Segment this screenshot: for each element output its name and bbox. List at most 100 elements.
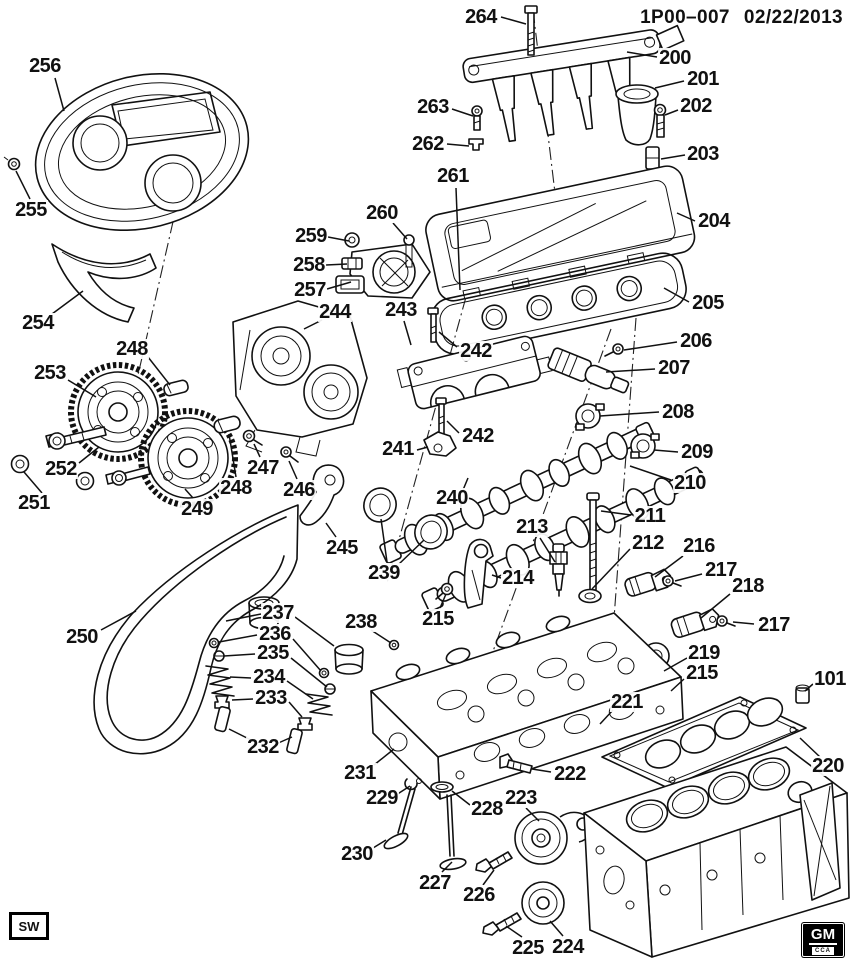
spark-plug-213 — [549, 543, 568, 597]
engine-block — [583, 746, 850, 958]
coil-boot-201 — [615, 84, 659, 146]
callout-237: 237 — [261, 602, 295, 624]
front-cover — [34, 72, 250, 232]
coil-bolt-264 — [524, 5, 538, 56]
gm-logo-subtext: CCA — [812, 946, 834, 955]
callout-243: 243 — [384, 299, 418, 321]
callout-220: 220 — [811, 755, 845, 777]
bolt-202 — [653, 103, 667, 138]
callout-248: 248 — [115, 338, 149, 360]
callout-224: 224 — [551, 936, 585, 958]
callout-231: 231 — [343, 762, 377, 784]
callout-216: 216 — [682, 535, 716, 557]
drawing-number: 1P00–007 — [640, 7, 730, 28]
callout-254: 254 — [21, 312, 55, 334]
bolt-247 — [242, 429, 263, 446]
callout-101: 101 — [813, 668, 847, 690]
cam-cap-209 — [630, 433, 660, 459]
cam-sensor-218 — [670, 608, 720, 638]
callout-213: 213 — [515, 516, 549, 538]
callout-261: 261 — [436, 165, 470, 187]
drawing-date: 02/22/2013 — [743, 7, 843, 28]
head-gasket-220 — [601, 696, 807, 789]
callout-226: 226 — [462, 884, 496, 906]
ignition-coil-assembly — [462, 24, 685, 143]
oil-control-valve-207 — [547, 347, 630, 394]
callout-259: 259 — [294, 225, 328, 247]
valve-springs-234 — [205, 665, 333, 716]
cover-gasket — [430, 252, 687, 355]
bolt-206 — [604, 343, 624, 357]
callout-262: 262 — [411, 133, 445, 155]
callout-258: 258 — [292, 254, 326, 276]
cam-actuator-group — [335, 232, 431, 299]
callout-221: 221 — [610, 691, 644, 713]
bolt-217b — [716, 615, 736, 627]
pivot-241 — [423, 431, 457, 457]
timing-housing-244 — [232, 300, 368, 457]
callout-205: 205 — [691, 292, 725, 314]
callout-260: 260 — [365, 202, 399, 224]
callout-207: 207 — [657, 357, 691, 379]
callout-248: 248 — [219, 477, 253, 499]
callout-223: 223 — [504, 787, 538, 809]
bolt-246 — [280, 446, 299, 463]
bolt-238 — [388, 639, 400, 651]
bolt-217a — [662, 575, 682, 587]
carrier-bolt-242a — [427, 307, 439, 343]
callout-245: 245 — [325, 537, 359, 559]
callout-242: 242 — [461, 425, 495, 447]
washers-251 — [10, 454, 95, 491]
callout-210: 210 — [673, 472, 707, 494]
bolt-215a — [435, 582, 454, 600]
callout-228: 228 — [470, 798, 504, 820]
callout-230: 230 — [340, 843, 374, 865]
callout-232: 232 — [246, 736, 280, 758]
callout-201: 201 — [686, 68, 720, 90]
callout-222: 222 — [553, 763, 587, 785]
callout-238: 238 — [344, 611, 378, 633]
callout-217: 217 — [757, 614, 791, 636]
callout-214: 214 — [501, 567, 535, 589]
bolt-222 — [499, 753, 533, 774]
callout-241: 241 — [381, 438, 415, 460]
cam-seals-239 — [363, 487, 448, 550]
bolt-226 — [475, 851, 513, 873]
callout-233: 233 — [254, 687, 288, 709]
callout-263: 263 — [416, 96, 450, 118]
bolt-225 — [482, 912, 522, 936]
callout-257: 257 — [293, 279, 327, 301]
callout-255: 255 — [14, 199, 48, 221]
callout-200: 200 — [658, 47, 692, 69]
callout-244: 244 — [318, 301, 352, 323]
callout-234: 234 — [252, 666, 286, 688]
callout-215: 215 — [421, 608, 455, 630]
callout-239: 239 — [367, 562, 401, 584]
callout-211: 211 — [633, 505, 667, 527]
valve-nuts-236 — [208, 637, 330, 679]
callout-242: 242 — [459, 340, 493, 362]
sw-mark: SW — [9, 912, 49, 940]
callout-219: 219 — [687, 642, 721, 664]
gm-logo-text: GM — [808, 925, 838, 945]
callout-227: 227 — [418, 872, 452, 894]
callout-256: 256 — [28, 55, 62, 77]
washer-212 — [578, 588, 602, 604]
bolt-263 — [471, 105, 483, 131]
dowel-248b — [213, 415, 241, 434]
callout-236: 236 — [258, 623, 292, 645]
front-cover-bolt-255 — [3, 156, 21, 171]
valve-guides-232 — [214, 705, 303, 755]
valve-keepers-229 — [404, 778, 422, 791]
callout-209: 209 — [680, 441, 714, 463]
callout-246: 246 — [282, 479, 316, 501]
callout-252: 252 — [44, 458, 78, 480]
callout-202: 202 — [679, 95, 713, 117]
lift-bracket-214 — [463, 538, 494, 609]
callout-247: 247 — [246, 457, 280, 479]
callout-253: 253 — [33, 362, 67, 384]
